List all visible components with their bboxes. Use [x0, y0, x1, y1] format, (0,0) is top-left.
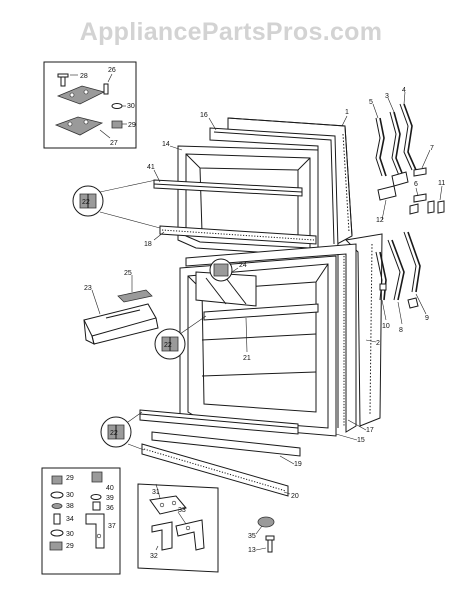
part-label: 24	[239, 262, 247, 269]
part-label: 30	[127, 103, 135, 110]
part-label: 29	[66, 475, 74, 482]
part-label: 30	[66, 492, 74, 499]
part-label: 26	[108, 67, 116, 74]
fresh-food-door-assembly	[83, 233, 383, 497]
part-label: 5	[369, 99, 373, 106]
part-label: 36	[106, 505, 114, 512]
part-label: 15	[357, 437, 365, 444]
part-label: 39	[106, 495, 114, 502]
part-label: 20	[291, 493, 299, 500]
callout-detail-22-top	[72, 179, 161, 229]
part-label: 29	[66, 543, 74, 550]
part-label: 40	[106, 485, 114, 492]
part-label: 21	[243, 355, 251, 362]
part-number-labels: 28 26 30 29 27 16 1 14 41 22 18 25 24 23…	[66, 67, 445, 560]
part-label: 22	[82, 199, 90, 206]
part-label: 34	[66, 516, 74, 523]
top-hinge-inset	[43, 61, 137, 149]
bottom-hinge-inset	[41, 467, 121, 575]
part-label: 4	[402, 87, 406, 94]
part-label: 8	[399, 327, 403, 334]
part-label: 30	[66, 531, 74, 538]
part-label: 1	[345, 109, 349, 116]
part-label: 35	[248, 533, 256, 540]
part-label: 41	[147, 164, 155, 171]
part-label: 28	[80, 73, 88, 80]
part-label: 19	[294, 461, 302, 468]
part-label: 14	[162, 141, 170, 148]
part-label: 6	[414, 181, 418, 188]
part-label: 38	[66, 503, 74, 510]
callout-detail-24	[209, 258, 233, 282]
part-label: 37	[108, 523, 116, 530]
part-label: 3	[385, 93, 389, 100]
bottom-hinge-plate-assembly	[137, 483, 275, 573]
part-label: 33	[178, 507, 186, 514]
watermark-text: AppliancePartsPros.com	[80, 18, 383, 46]
part-label: 2	[376, 340, 380, 347]
part-label: 22	[164, 342, 172, 349]
part-label: 12	[376, 217, 384, 224]
freezer-door-assembly	[153, 117, 353, 257]
part-label: 31	[152, 489, 160, 496]
part-label: 27	[110, 140, 118, 147]
part-label: 7	[430, 145, 434, 152]
part-label: 9	[425, 315, 429, 322]
part-label: 23	[84, 285, 92, 292]
part-label: 18	[144, 241, 152, 248]
part-label: 13	[248, 547, 256, 554]
right-side-bracket-parts	[375, 103, 445, 309]
part-label: 29	[128, 122, 136, 129]
part-label: 11	[438, 180, 445, 187]
part-label: 10	[382, 323, 390, 330]
part-label: 25	[124, 270, 132, 277]
part-label: 22	[110, 430, 118, 437]
part-label: 16	[200, 112, 208, 119]
part-label: 17	[366, 427, 374, 434]
part-label: 32	[150, 553, 158, 560]
callout-detail-22-bottom	[100, 411, 145, 451]
callout-detail-22-middle	[154, 315, 207, 360]
leader-lines	[91, 91, 443, 551]
